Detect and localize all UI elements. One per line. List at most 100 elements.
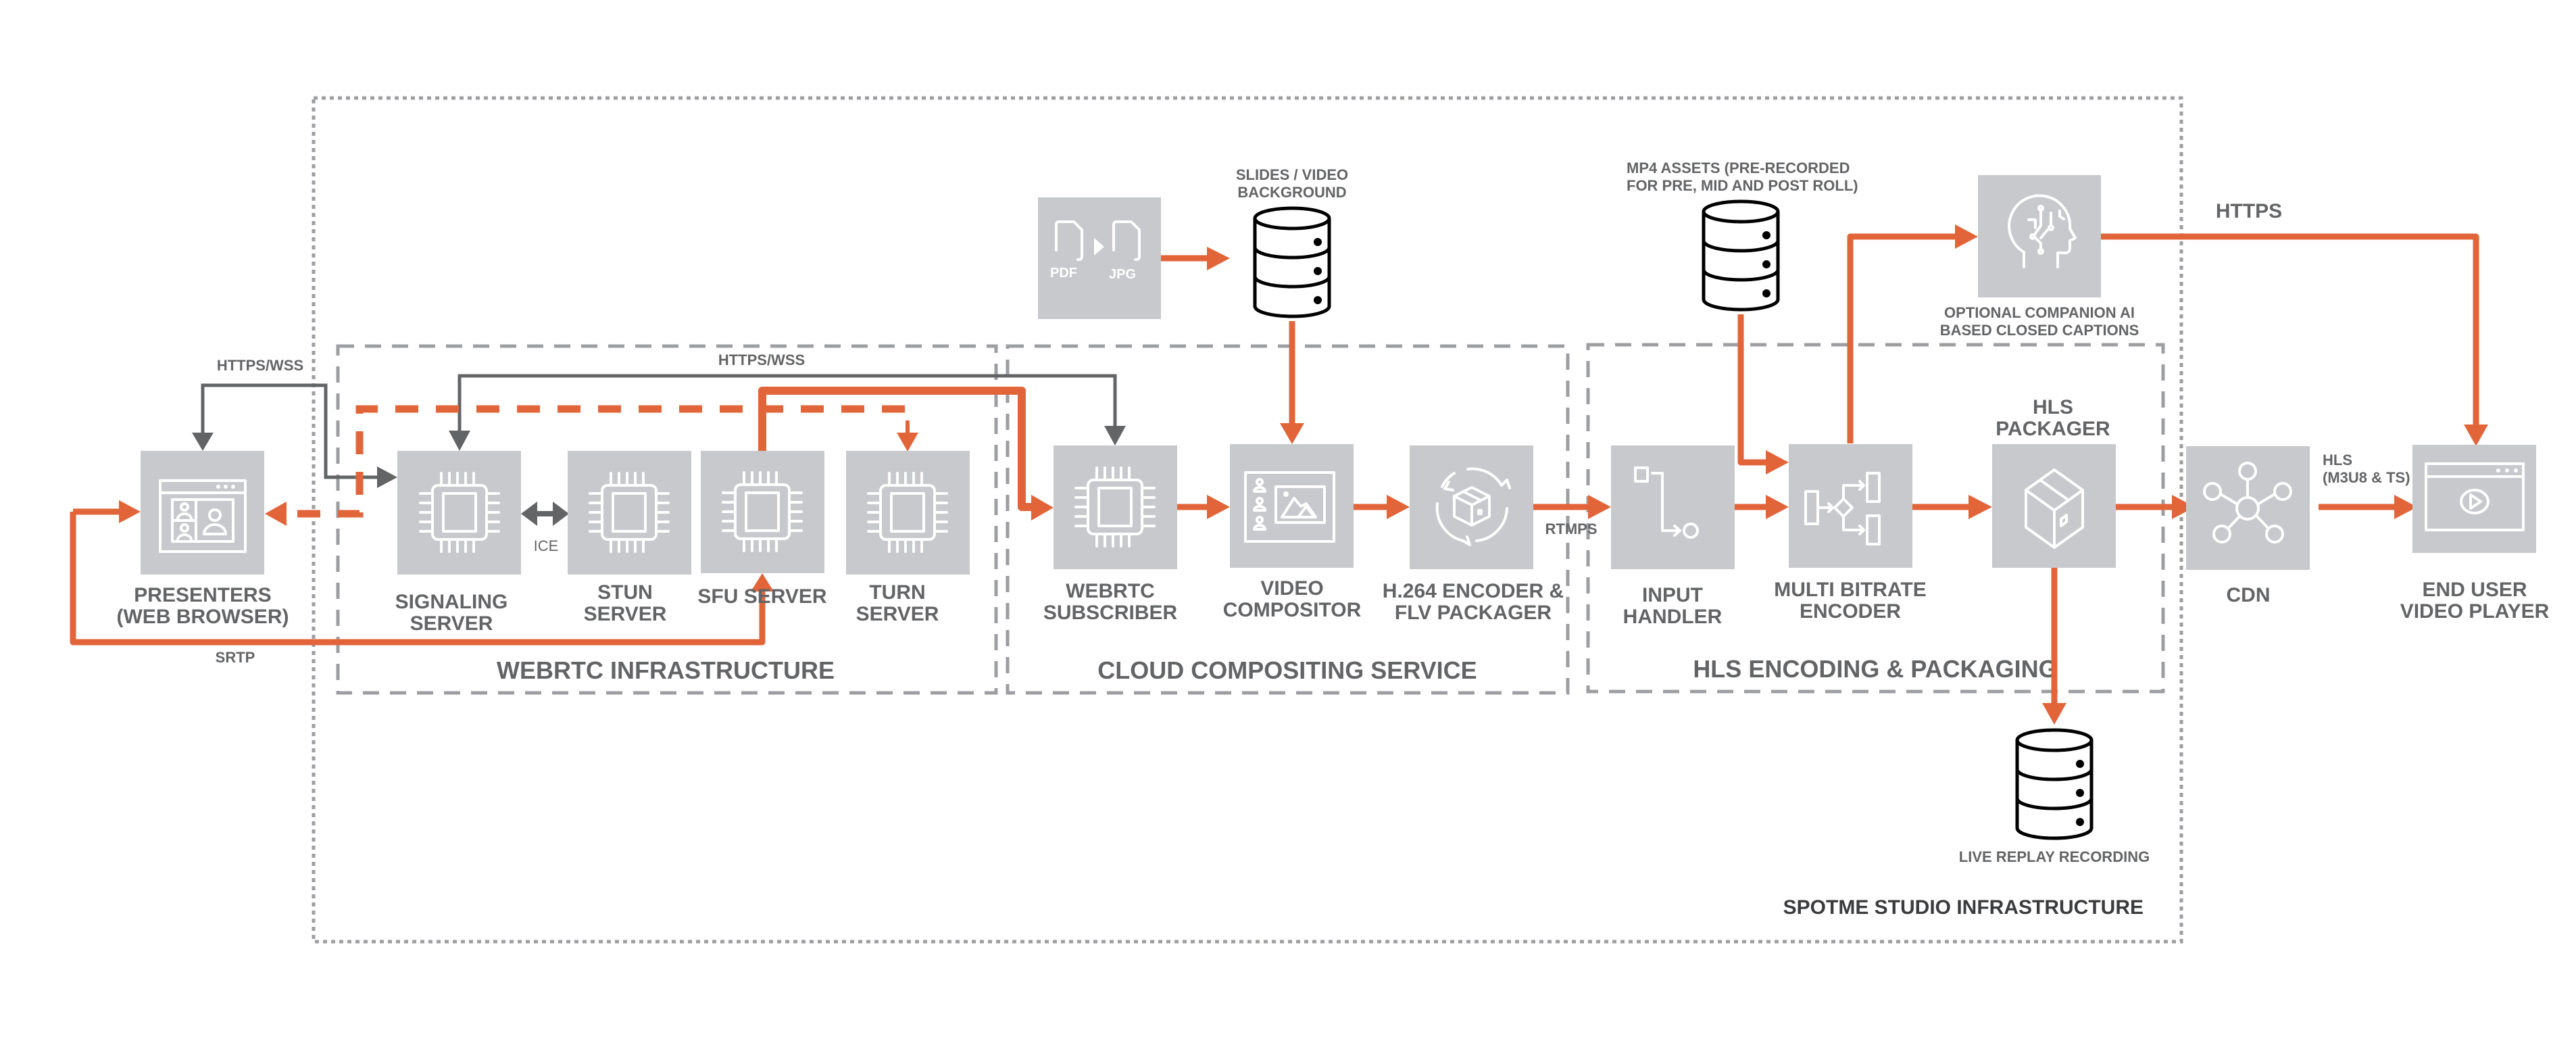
- group-webrtc-infrastructure: [336, 344, 998, 695]
- label-slides-1: SLIDES / VIDEO: [1236, 166, 1348, 183]
- label-https-wss-subscriber: HTTPS/WSS: [718, 352, 805, 368]
- connector-ai-to-player: [2101, 233, 2479, 426]
- connector-https-wss-subscriber: [457, 374, 1117, 433]
- network-hub-icon: [2203, 462, 2292, 543]
- label-input-2: HANDLER: [1623, 606, 1723, 628]
- arrowhead-mbr-right: [1766, 495, 1789, 519]
- label-turn-1: TURN: [869, 581, 925, 604]
- label-mp4-2: FOR PRE, MID AND POST ROLL): [1627, 177, 1858, 194]
- arrowhead-subscriber-right: [1031, 495, 1054, 520]
- video-layout-icon: [1244, 471, 1335, 543]
- database-icon: [1704, 201, 1778, 310]
- connector-mbr-to-ai: [1847, 233, 1956, 443]
- node-mbr-encoder[interactable]: [1789, 444, 1912, 568]
- label-https-wss-presenter: HTTPS/WSS: [217, 357, 303, 374]
- svg-text:PDF: PDF: [1050, 266, 1077, 281]
- group-label-spotme: SPOTME STUDIO INFRASTRUCTURE: [1783, 896, 2144, 919]
- node-hls-packager[interactable]: [1992, 444, 2116, 568]
- arrowhead-packager-right: [1968, 495, 1992, 519]
- box-cycle-icon: [1435, 467, 1511, 546]
- arrowhead-presenter-left: [265, 502, 287, 526]
- group-spotme-studio: [312, 96, 2183, 944]
- node-sfu-server[interactable]: [701, 451, 824, 573]
- label-ai-2: BASED CLOSED CAPTIONS: [1940, 322, 2139, 339]
- label-mbr-2: ENCODER: [1800, 600, 1901, 623]
- label-hls-line1: HLS: [2323, 452, 2352, 468]
- label-packager-1: HLS: [2033, 396, 2073, 418]
- label-sfu: SFU SERVER: [697, 585, 826, 608]
- label-presenters-2: (WEB BROWSER): [117, 606, 289, 628]
- arrowhead-ice-right: [553, 502, 569, 526]
- group-label-cloud: CLOUD COMPOSITING SERVICE: [1097, 656, 1477, 684]
- node-presenters[interactable]: [141, 451, 264, 575]
- arrowhead-compositor-right: [1207, 495, 1230, 519]
- label-ice: ICE: [534, 537, 559, 554]
- node-signaling-server[interactable]: [397, 451, 521, 575]
- label-h264-1: H.264 ENCODER &: [1383, 580, 1564, 602]
- browser-video-call-icon: [159, 479, 247, 553]
- group-cloud-compositing: [1006, 344, 1570, 695]
- node-ai-captions[interactable]: [1978, 175, 2101, 297]
- connector-https-wss-presenter: [201, 383, 378, 479]
- branch-split-icon: [1804, 472, 1881, 546]
- label-player-2: VIDEO PLAYER: [2400, 600, 2550, 623]
- label-replay: LIVE REPLAY RECORDING: [1959, 848, 2150, 865]
- browser-play-icon: [2425, 462, 2525, 531]
- label-subscriber-2: SUBSCRIBER: [1043, 602, 1178, 624]
- label-rtmps: RTMPS: [1545, 520, 1597, 537]
- package-box-icon: [2025, 468, 2084, 549]
- label-signaling-2: SERVER: [410, 612, 493, 635]
- ai-brain-icon: [2008, 194, 2077, 268]
- label-srtp: SRTP: [216, 649, 255, 666]
- label-input-1: INPUT: [1642, 584, 1703, 606]
- arrowhead-turn-down: [897, 433, 918, 452]
- arrowhead-subscriber-down: [1104, 426, 1126, 445]
- arrowhead-ice-left: [521, 502, 537, 526]
- svg-text:JPG: JPG: [1109, 267, 1136, 282]
- arrowhead-presenter-down: [192, 433, 214, 451]
- label-stun-1: STUN: [597, 581, 653, 604]
- label-stun-2: SERVER: [584, 603, 667, 625]
- node-mp4-db[interactable]: [1704, 201, 1778, 310]
- label-h264-2: FLV PACKAGER: [1395, 602, 1552, 624]
- label-hls-line2: (M3U8 & TS): [2323, 469, 2410, 486]
- arrowhead-mbr-right-upper: [1766, 450, 1789, 475]
- flow-route-icon: [1634, 466, 1699, 539]
- node-slides-db[interactable]: [1255, 208, 1329, 316]
- node-pdf-converter[interactable]: PDF JPG: [1038, 197, 1161, 319]
- node-input-handler[interactable]: [1611, 445, 1735, 569]
- node-turn-server[interactable]: [846, 451, 970, 575]
- node-video-player[interactable]: [2412, 445, 2536, 553]
- group-label-hls: HLS ENCODING & PACKAGING: [1693, 655, 2057, 683]
- label-mbr-1: MULTI BITRATE: [1774, 579, 1927, 601]
- arrowhead-cdn-right: [2172, 495, 2195, 519]
- arrowhead-player-down: [2464, 425, 2488, 446]
- label-cdn: CDN: [2227, 584, 2271, 606]
- label-compositor-2: COMPOSITOR: [1223, 599, 1362, 621]
- label-https-player: HTTPS: [2216, 200, 2282, 222]
- arrowhead-sfu-up: [751, 573, 774, 591]
- label-signaling-1: SIGNALING: [395, 591, 508, 613]
- connector-mp4-to-mbr: [1737, 314, 1767, 466]
- node-replay-db[interactable]: [2017, 730, 2091, 838]
- connector-sfu-to-subscriber: [758, 387, 1034, 511]
- arrowhead-presenter-right: [119, 500, 141, 523]
- database-icon: [2017, 730, 2091, 838]
- label-compositor-1: VIDEO: [1260, 577, 1323, 600]
- arrowhead-replay-down: [2042, 703, 2066, 725]
- arrowhead-player-right: [2394, 495, 2417, 519]
- arrowhead-encoder-right: [1387, 495, 1410, 519]
- group-label-webrtc: WEBRTC INFRASTRUCTURE: [497, 656, 835, 684]
- node-video-compositor[interactable]: [1230, 444, 1354, 568]
- label-turn-2: SERVER: [856, 603, 939, 625]
- label-slides-2: BACKGROUND: [1237, 184, 1346, 201]
- node-stun-server[interactable]: [568, 451, 691, 575]
- label-player-1: END USER: [2422, 579, 2527, 601]
- label-ai-1: OPTIONAL COMPANION AI: [1944, 304, 2135, 321]
- label-packager-2: PACKAGER: [1996, 418, 2110, 440]
- node-h264-encoder[interactable]: [1410, 445, 1533, 569]
- node-webrtc-subscriber[interactable]: [1054, 445, 1177, 569]
- node-cdn[interactable]: [2186, 446, 2310, 570]
- arrowhead-signaling-down: [449, 431, 470, 451]
